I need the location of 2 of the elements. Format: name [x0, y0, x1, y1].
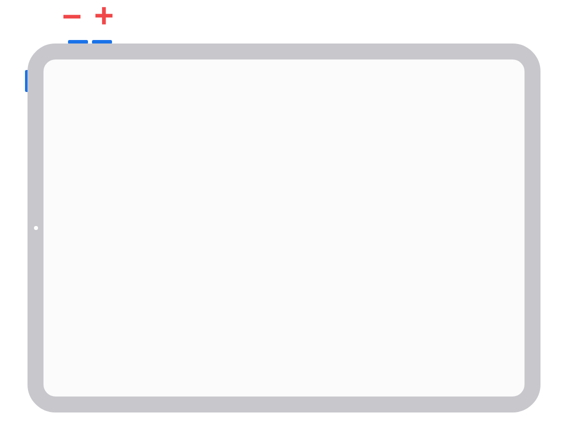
plus-sign: +	[94, 1, 114, 31]
minus-sign: −	[62, 2, 82, 32]
